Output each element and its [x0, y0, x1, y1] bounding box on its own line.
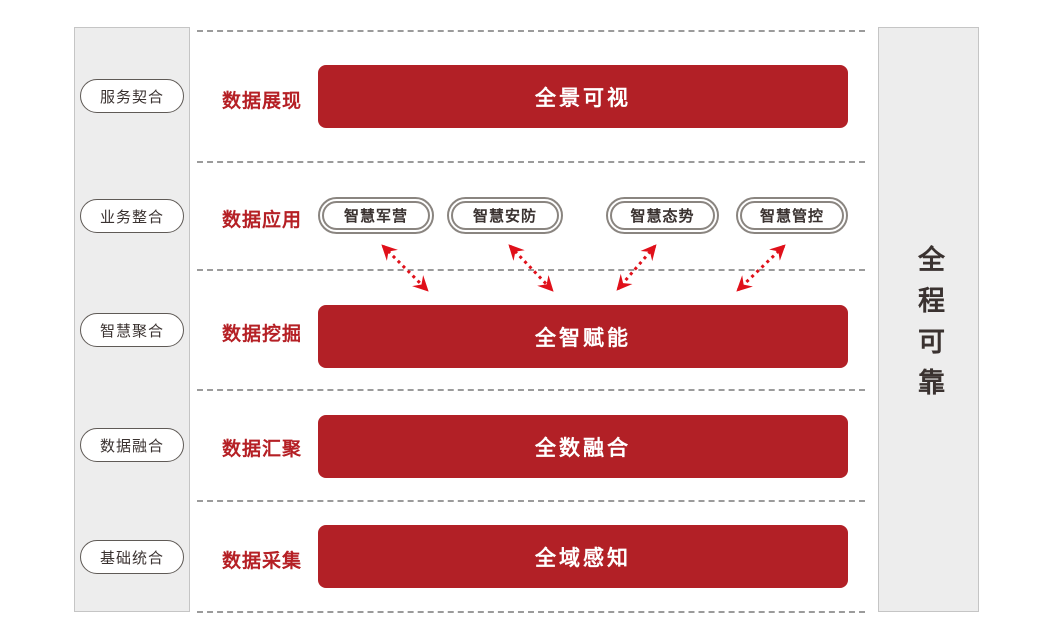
row-separator [197, 500, 865, 502]
bar-label: 全智赋能 [535, 326, 631, 350]
row-separator [197, 389, 865, 391]
app-pill-label: 智慧态势 [610, 201, 715, 230]
bar-label: 全景可视 [535, 86, 631, 110]
capability-pill-label: 基础统合 [99, 549, 164, 567]
bar-panoramic-visibility: 全景可视 [318, 65, 848, 128]
capability-pill-label: 数据融合 [99, 437, 164, 455]
row-separator [197, 30, 865, 32]
app-pill-smart-security: 智慧安防 [447, 197, 563, 234]
right-assurance-panel: 全程可靠 [878, 27, 979, 612]
capability-pill-business-integration: 业务整合 [80, 199, 184, 233]
layer-label-data-collection: 数据采集 [222, 551, 303, 572]
double-arrow-icons [381, 244, 786, 292]
app-pill-smart-situation: 智慧态势 [606, 197, 719, 234]
bar-label: 全域感知 [535, 546, 631, 570]
double-arrow-icon [508, 244, 554, 292]
capability-pill-label: 智慧聚合 [99, 322, 164, 340]
capability-pill-label: 业务整合 [99, 208, 164, 226]
capability-pill-basic-unification: 基础统合 [80, 540, 184, 574]
left-capability-panel: 服务契合 业务整合 智慧聚合 数据融合 基础统合 [74, 27, 190, 612]
capability-pill-wisdom-aggregation: 智慧聚合 [80, 313, 184, 347]
capability-pill-data-fusion: 数据融合 [80, 428, 184, 462]
layer-label-data-mining: 数据挖掘 [222, 324, 303, 345]
row-separator [197, 161, 865, 163]
layer-label-data-convergence: 数据汇聚 [222, 439, 303, 460]
row-separator [197, 611, 865, 613]
capability-pill-label: 服务契合 [99, 88, 164, 106]
double-arrow-icon [616, 244, 657, 291]
app-pill-label: 智慧军营 [322, 201, 430, 230]
capability-pill-service-fit: 服务契合 [80, 79, 184, 113]
app-pill-label: 智慧管控 [740, 201, 844, 230]
bar-full-intelligence: 全智赋能 [318, 305, 848, 368]
double-arrow-icon [381, 244, 429, 292]
layer-label-data-application: 数据应用 [222, 210, 303, 231]
bar-full-data-fusion: 全数融合 [318, 415, 848, 478]
app-pill-smart-control: 智慧管控 [736, 197, 848, 234]
app-pill-label: 智慧安防 [451, 201, 559, 230]
vertical-title: 全程可靠 [914, 244, 944, 409]
app-pill-smart-barracks: 智慧军营 [318, 197, 434, 234]
bar-full-domain-sensing: 全域感知 [318, 525, 848, 588]
layer-label-data-presentation: 数据展现 [222, 91, 303, 112]
bar-label: 全数融合 [535, 436, 631, 460]
double-arrow-icon [736, 244, 786, 292]
